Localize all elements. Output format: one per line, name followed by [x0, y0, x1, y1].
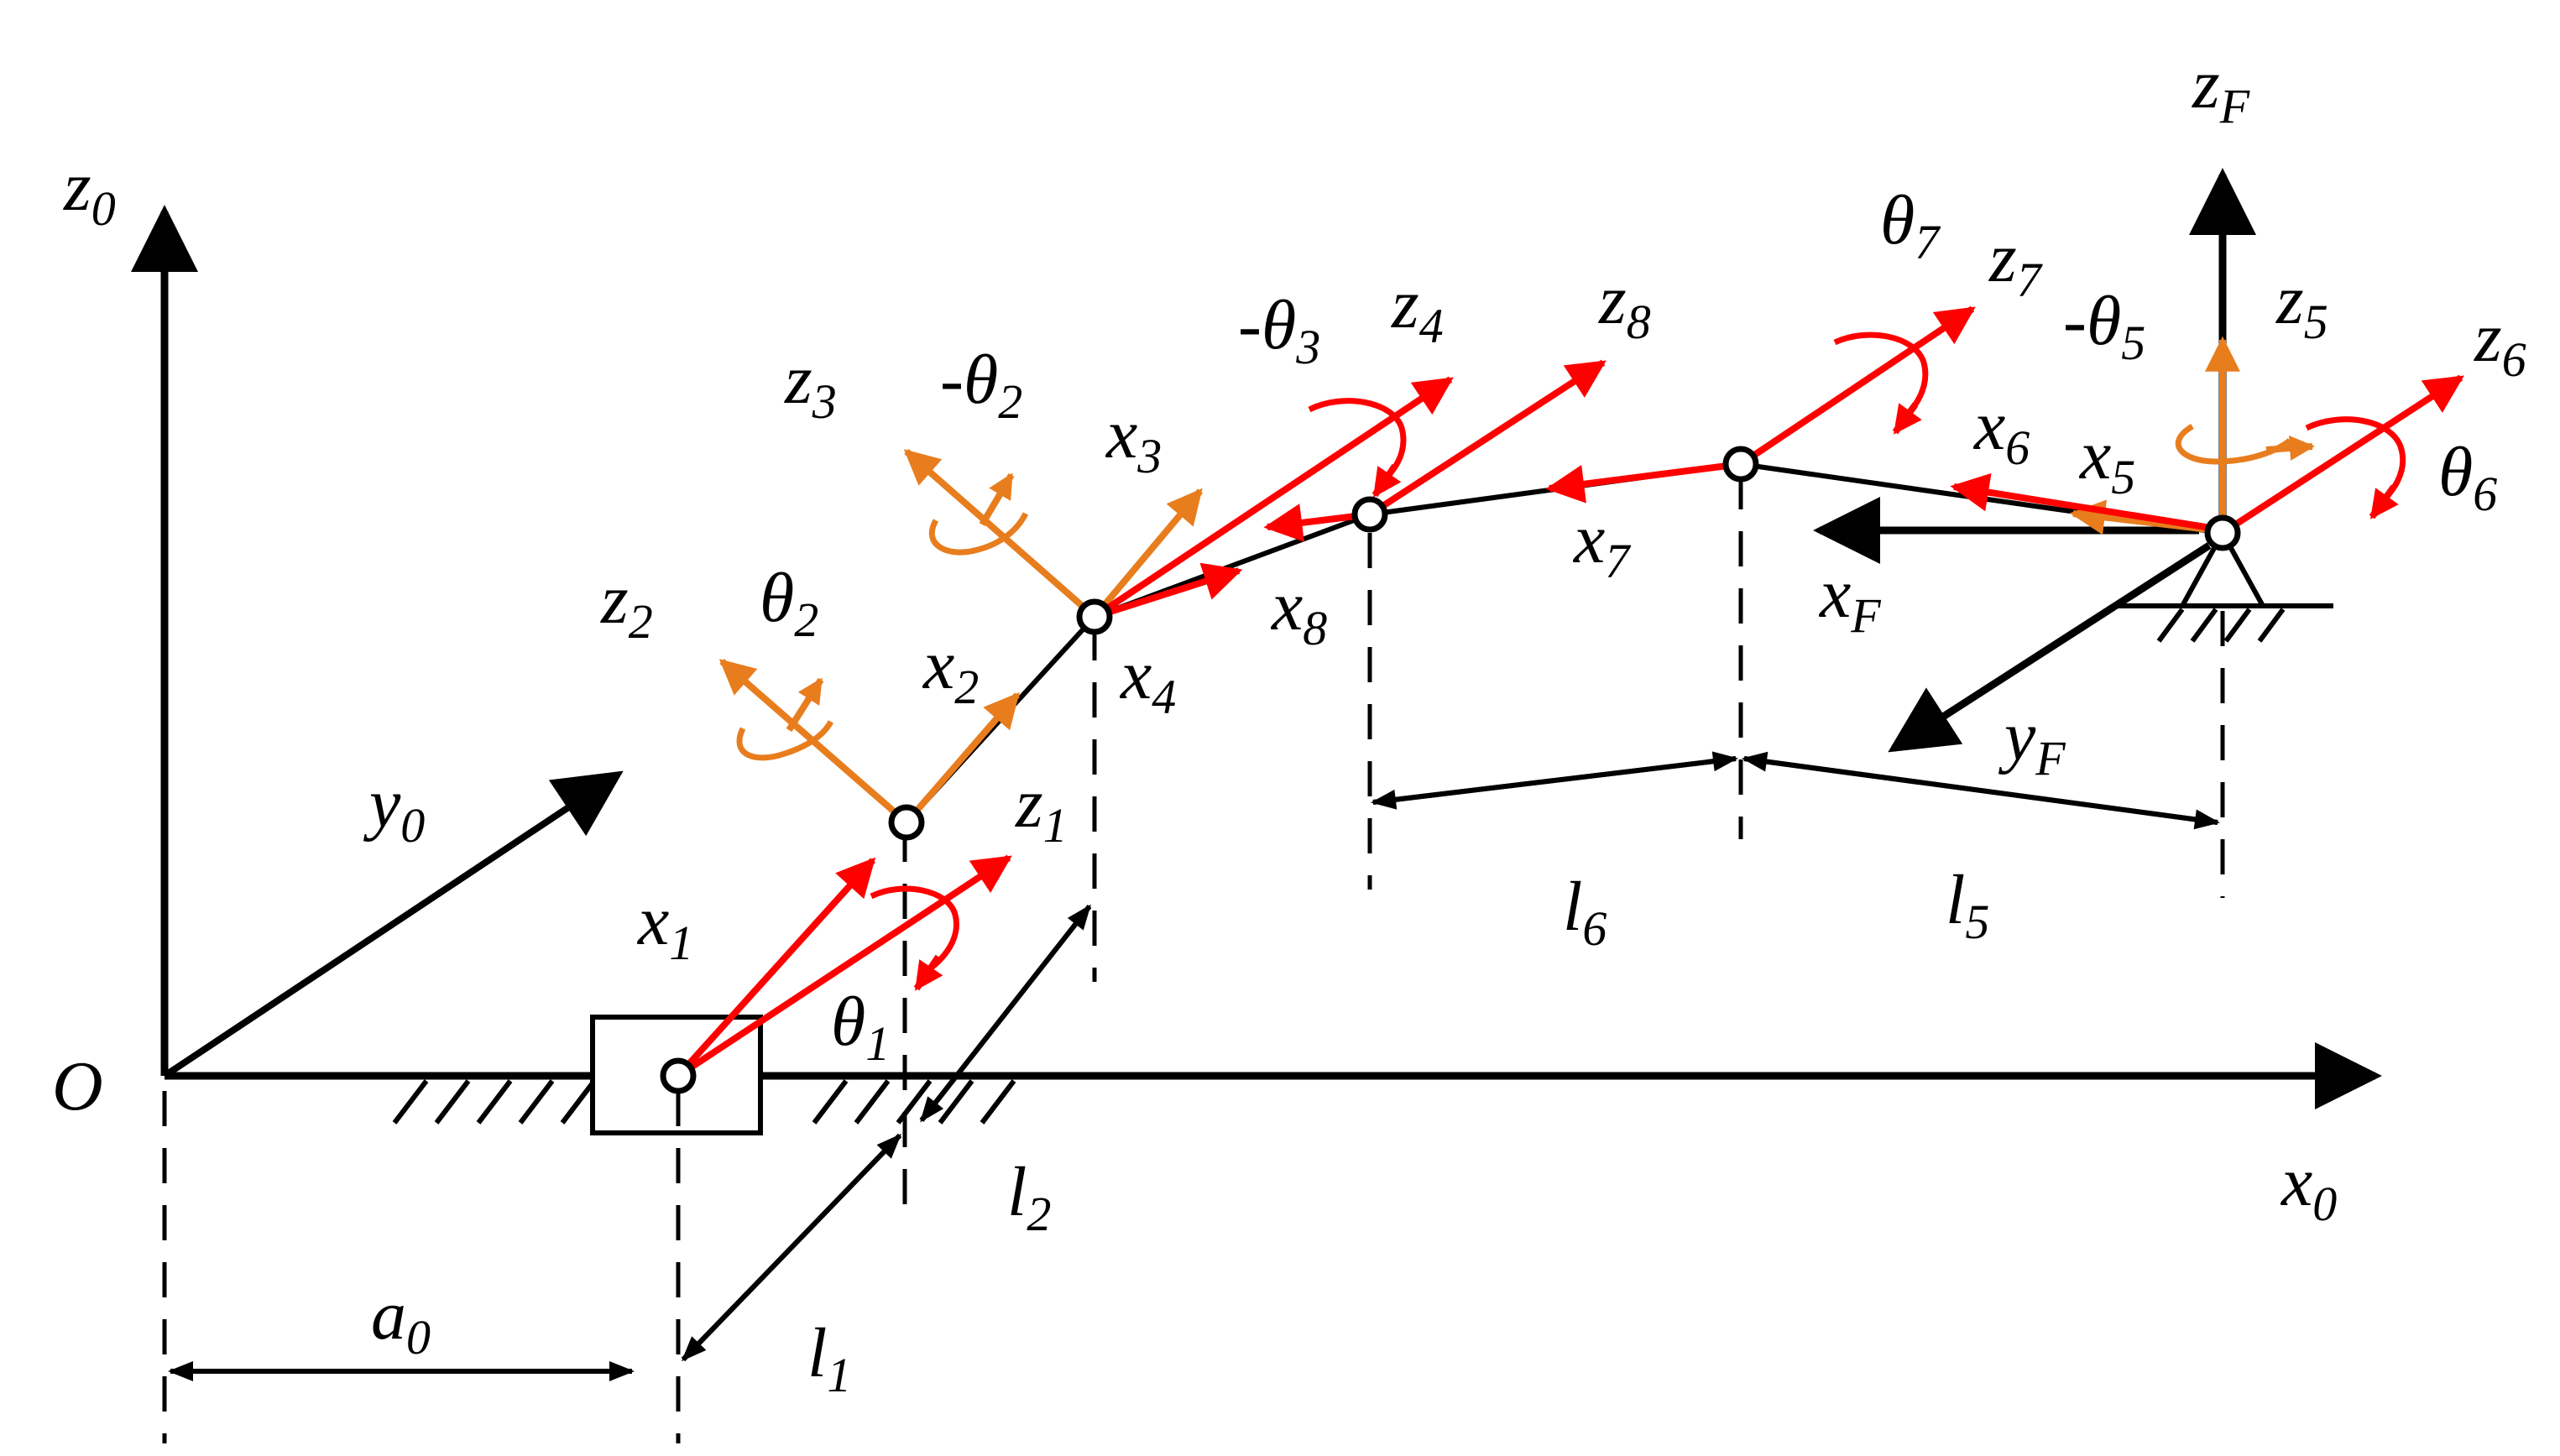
label-theta1: θ1 [831, 983, 890, 1071]
z8-axis [1367, 359, 1607, 518]
label-neg-theta3: -θ3 [1238, 286, 1320, 374]
label-y0: y0 [363, 765, 425, 853]
x2-axis [903, 691, 1021, 825]
label-z2: z2 [600, 561, 653, 649]
z3-axis [903, 448, 1097, 620]
z7-axis [1738, 305, 1976, 467]
labels: O x0 y0 z0 a0 l1 l2 l5 l6 x1 z1 θ1 x2 z2… [52, 45, 2526, 1402]
label-neg-theta2: -θ2 [940, 341, 1022, 429]
dashed-reference-lines [162, 474, 2225, 1443]
label-z0: z0 [63, 148, 116, 236]
y0-axis [162, 770, 624, 1079]
label-neg-theta5: -θ5 [2063, 282, 2145, 370]
x4-axis [1093, 562, 1243, 620]
joint-7 [1722, 446, 1759, 483]
joints [660, 446, 2241, 1094]
label-l6: l6 [1563, 868, 1607, 956]
base-frame [131, 205, 2382, 1109]
label-zF: zF [2192, 45, 2250, 133]
label-x0: x0 [2280, 1143, 2337, 1231]
joint-5-6 [2204, 514, 2241, 551]
joint-8 [1351, 496, 1388, 533]
label-z8: z8 [1598, 261, 1651, 349]
label-z4: z4 [1391, 265, 1444, 353]
label-z3: z3 [784, 341, 837, 429]
label-x8: x8 [1270, 567, 1327, 655]
red-frames [676, 305, 2464, 1079]
x1-axis [676, 857, 876, 1078]
label-theta6: θ6 [2438, 433, 2497, 521]
z4-axis [1092, 376, 1454, 620]
yF-axis [1888, 542, 2212, 753]
joint-2 [888, 804, 925, 841]
label-theta2: θ2 [760, 559, 818, 647]
joint-slider [660, 1057, 697, 1094]
label-theta7: θ7 [1880, 181, 1941, 269]
label-z1: z1 [1015, 765, 1068, 853]
label-x2: x2 [922, 626, 979, 714]
label-z7: z7 [1988, 219, 2043, 307]
label-z6: z6 [2474, 299, 2526, 387]
label-l5: l5 [1946, 861, 1989, 949]
label-x3: x3 [1105, 395, 1162, 483]
label-x7: x7 [1572, 500, 1631, 588]
label-x6: x6 [1972, 387, 2030, 475]
label-a0: a0 [371, 1276, 431, 1365]
label-x1: x1 [636, 882, 693, 970]
label-xF: xF [1818, 555, 1881, 643]
x7-axis [1545, 461, 1742, 504]
z6-axis [2220, 374, 2464, 536]
joint-3-4 [1076, 598, 1113, 635]
dimension-arrows [168, 751, 2220, 1381]
label-z5: z5 [2275, 261, 2328, 349]
label-yF: yF [1998, 697, 2066, 785]
fixed-pin-support [2115, 527, 2333, 643]
x6-axis [1950, 472, 2217, 532]
label-l2: l2 [1007, 1153, 1051, 1241]
label-l1: l1 [807, 1314, 851, 1402]
x3-axis [1091, 488, 1204, 619]
label-origin: O [52, 1047, 103, 1125]
z1-axis [676, 854, 1012, 1079]
label-x4: x4 [1119, 636, 1176, 724]
label-x5: x5 [2078, 416, 2135, 504]
